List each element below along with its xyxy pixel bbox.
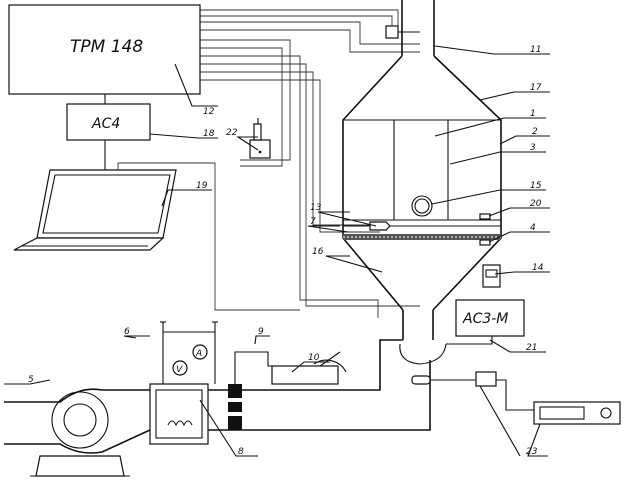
callout-6: 6 [124,327,130,337]
callout-2: 2 [532,127,538,137]
heater-panel: A V [149,321,218,445]
trm-148-controller: ТРМ 148 [8,4,201,95]
ac4-label: АС4 [91,116,120,132]
blower-fan [4,388,151,477]
callout-4: 4 [530,223,536,233]
trm-label: ТРМ 148 [70,37,143,57]
callout-20: 20 [530,199,542,209]
sensor-22-icon [249,118,271,159]
laptop-icon [13,169,177,251]
callout-17: 17 [530,83,542,93]
callout-14: 14 [532,263,544,273]
flow-meter [228,351,347,430]
ac4-block: АС4 [66,103,151,141]
signal-wires [200,9,420,318]
voltmeter-label: V [176,365,183,375]
callout-22: 22 [226,128,238,138]
callout-8: 8 [238,447,244,457]
ammeter-label: A [195,349,202,359]
callout-9: 9 [258,327,264,337]
process-chamber [342,0,502,340]
callout-21: 21 [526,343,537,353]
ac3m-block: АС3-М [455,299,525,337]
callout-numbers: 11 12 17 1 2 3 18 22 19 15 13 7 20 4 16 … [28,45,544,457]
callout-16: 16 [312,247,324,257]
callout-11: 11 [530,45,541,55]
callout-7: 7 [310,217,316,227]
callout-19: 19 [196,181,208,191]
callout-3: 3 [530,143,536,153]
callout-15: 15 [530,181,542,191]
callout-12: 12 [203,107,215,117]
sensor-23-chain [411,371,621,425]
callout-23: 23 [526,447,538,457]
ac3m-label: АС3-М [462,311,508,327]
callout-5: 5 [28,375,34,385]
callout-leaders [4,45,550,457]
callout-13: 13 [310,203,322,213]
callout-1: 1 [530,109,536,119]
callout-10: 10 [308,353,320,363]
callout-18: 18 [203,129,215,139]
